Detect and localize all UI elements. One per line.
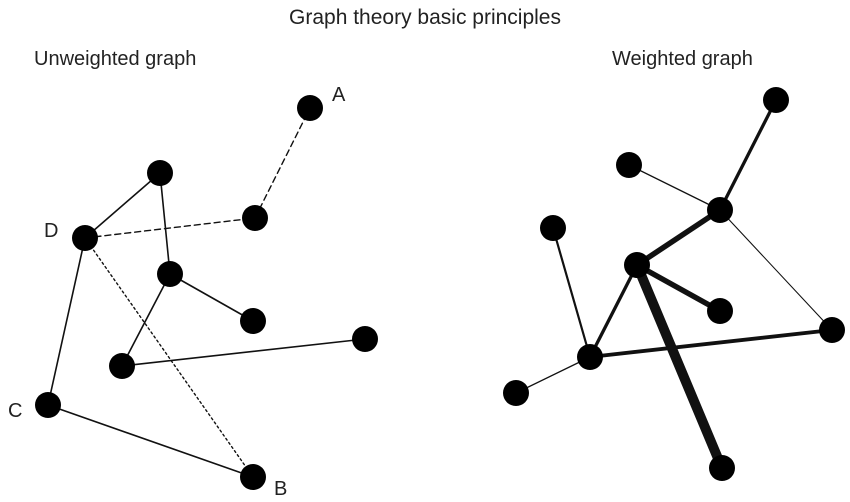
weighted-edge-r5-r8 (588, 263, 639, 359)
node-r1 (763, 87, 789, 113)
weighted-edge-r8-r7 (588, 328, 834, 359)
diagram-title: Graph theory basic principles (289, 6, 561, 29)
node-n3 (157, 261, 183, 287)
edge-n3-n6 (121, 273, 171, 367)
node-r8 (577, 344, 603, 370)
node-n2 (242, 205, 268, 231)
node-A (297, 95, 323, 121)
edge-D-n1 (84, 172, 161, 239)
weighted-edge-r2-r3 (628, 164, 721, 211)
edge-D-C (47, 237, 86, 406)
weighted-edge-r5-r10 (632, 260, 727, 473)
node-r4 (540, 215, 566, 241)
weighted-graph-heading: Weighted graph (612, 48, 753, 70)
node-r7 (819, 317, 845, 343)
node-r9 (503, 380, 529, 406)
node-r10 (709, 455, 735, 481)
edge-n3-n4 (169, 273, 254, 322)
node-n1 (147, 160, 173, 186)
node-D (72, 225, 98, 251)
edge-D-B (84, 237, 254, 478)
node-r6 (707, 298, 733, 324)
weighted-edge-r3-r5 (634, 207, 723, 268)
node-r2 (616, 152, 642, 178)
unweighted-graph-heading: Unweighted graph (34, 48, 197, 70)
edge-n2-A (254, 107, 311, 219)
node-C (35, 392, 61, 418)
node-label-a: A (332, 84, 346, 106)
edge-C-B (47, 404, 254, 478)
node-label-d: D (44, 220, 59, 242)
node-r3 (707, 197, 733, 223)
weighted-edge-r1-r3 (718, 98, 778, 212)
weighted-edge-r3-r7 (719, 209, 833, 331)
node-n4 (240, 308, 266, 334)
node-n6 (109, 353, 135, 379)
weighted-edge-r4-r8 (551, 226, 592, 359)
node-n5 (352, 326, 378, 352)
weighted-edge-r8-r9 (515, 356, 591, 394)
edge-n6-n5 (121, 338, 366, 367)
node-label-b: B (274, 478, 288, 500)
edge-D-n2 (84, 217, 256, 239)
node-label-c: C (8, 400, 23, 422)
weighted-edge-r5-r6 (634, 262, 723, 314)
node-B (240, 464, 266, 490)
edge-n1-n3 (159, 172, 171, 275)
node-r5 (624, 252, 650, 278)
